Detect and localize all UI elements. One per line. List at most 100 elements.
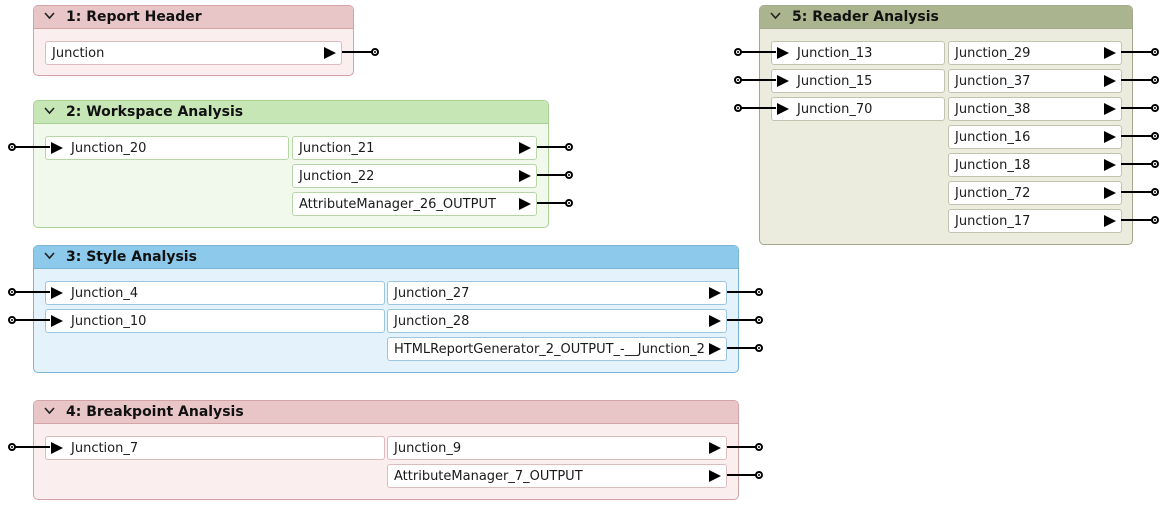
connection-line <box>342 51 372 53</box>
chevron-down-icon[interactable] <box>44 104 55 118</box>
connection-dot-icon[interactable] <box>1151 104 1159 112</box>
output-port[interactable]: Junction_27 <box>387 281 727 305</box>
connection-line <box>1121 219 1152 221</box>
connection-line <box>741 51 776 53</box>
bookmark-title: 1: Report Header <box>66 9 202 25</box>
bookmark-report-header[interactable]: 1: Report Header Junction <box>33 5 354 76</box>
connection-dot-icon[interactable] <box>565 143 573 151</box>
connection-dot-icon[interactable] <box>755 316 763 324</box>
connection-dot-icon[interactable] <box>1151 132 1159 140</box>
bookmark-header[interactable]: 5: Reader Analysis <box>760 6 1132 29</box>
connection-line <box>15 319 50 321</box>
bookmark-title: 3: Style Analysis <box>66 249 197 265</box>
input-port[interactable]: Junction_10 <box>45 309 385 333</box>
port-arrow-icon <box>1104 187 1116 199</box>
output-port[interactable]: Junction_16 <box>948 125 1122 149</box>
connection-dot-icon[interactable] <box>755 344 763 352</box>
port-label: Junction_27 <box>394 286 470 301</box>
bookmark-reader-analysis[interactable]: 5: Reader Analysis Junction_13 Junction_… <box>759 5 1133 245</box>
output-port[interactable]: Junction_9 <box>387 436 727 460</box>
output-port[interactable]: Junction_38 <box>948 97 1122 121</box>
bookmark-header[interactable]: 3: Style Analysis <box>34 246 738 269</box>
chevron-down-icon[interactable] <box>44 249 55 263</box>
port-arrow-icon <box>777 47 789 59</box>
port-arrow-icon <box>1104 215 1116 227</box>
output-port[interactable]: Junction_17 <box>948 209 1122 233</box>
chevron-down-icon[interactable] <box>44 9 55 23</box>
connection-line <box>537 174 566 176</box>
connection-line <box>1121 135 1152 137</box>
input-port[interactable]: Junction_70 <box>771 97 945 121</box>
port-arrow-icon <box>709 343 721 355</box>
port-arrow-icon <box>709 287 721 299</box>
connection-line <box>727 347 756 349</box>
port-label: Junction_38 <box>955 102 1031 117</box>
connection-line <box>741 107 776 109</box>
input-port[interactable]: Junction_7 <box>45 436 385 460</box>
port-label: Junction_72 <box>955 186 1031 201</box>
input-port[interactable]: Junction_20 <box>45 136 289 160</box>
output-port[interactable]: HTMLReportGenerator_2_OUTPUT_-__Junction… <box>387 337 727 361</box>
port-label: Junction_17 <box>955 214 1031 229</box>
bookmark-header[interactable]: 2: Workspace Analysis <box>34 101 548 124</box>
port-arrow-icon <box>519 198 531 210</box>
connection-line <box>15 446 50 448</box>
port-arrow-icon <box>1104 159 1116 171</box>
port-arrow-icon <box>51 287 63 299</box>
bookmark-header[interactable]: 4: Breakpoint Analysis <box>34 401 738 424</box>
output-port[interactable]: Junction_29 <box>948 41 1122 65</box>
chevron-down-icon[interactable] <box>44 404 55 418</box>
connection-dot-icon[interactable] <box>1151 188 1159 196</box>
bookmark-title: 2: Workspace Analysis <box>66 104 244 120</box>
port-arrow-icon <box>777 103 789 115</box>
bookmark-workspace-analysis[interactable]: 2: Workspace Analysis Junction_20 Juncti… <box>33 100 549 228</box>
port-label: AttributeManager_26_OUTPUT <box>299 197 496 212</box>
output-port[interactable]: AttributeManager_7_OUTPUT <box>387 464 727 488</box>
connection-dot-icon[interactable] <box>565 171 573 179</box>
output-port[interactable]: Junction_21 <box>292 136 537 160</box>
bookmark-breakpoint-analysis[interactable]: 4: Breakpoint Analysis Junction_7 Juncti… <box>33 400 739 500</box>
connection-line <box>1121 51 1152 53</box>
output-port[interactable]: Junction_28 <box>387 309 727 333</box>
chevron-down-icon[interactable] <box>770 9 781 23</box>
input-port[interactable]: Junction_15 <box>771 69 945 93</box>
port-arrow-icon <box>1104 103 1116 115</box>
connection-dot-icon[interactable] <box>755 471 763 479</box>
connection-dot-icon[interactable] <box>371 48 379 56</box>
output-port[interactable]: Junction_18 <box>948 153 1122 177</box>
port-arrow-icon <box>709 442 721 454</box>
port-arrow-icon <box>324 47 336 59</box>
connection-line <box>1121 163 1152 165</box>
port-label: Junction_37 <box>955 74 1031 89</box>
bookmark-header[interactable]: 1: Report Header <box>34 6 353 29</box>
port-label: AttributeManager_7_OUTPUT <box>394 469 583 484</box>
port-arrow-icon <box>1104 75 1116 87</box>
connection-dot-icon[interactable] <box>1151 160 1159 168</box>
connection-line <box>727 474 756 476</box>
output-port[interactable]: AttributeManager_26_OUTPUT <box>292 192 537 216</box>
port-arrow-icon <box>51 142 63 154</box>
port-arrow-icon <box>709 315 721 327</box>
connection-dot-icon[interactable] <box>1151 216 1159 224</box>
output-port[interactable]: Junction_22 <box>292 164 537 188</box>
connection-dot-icon[interactable] <box>565 199 573 207</box>
output-port[interactable]: Junction <box>45 41 342 65</box>
input-port[interactable]: Junction_4 <box>45 281 385 305</box>
port-label: Junction_28 <box>394 314 470 329</box>
port-label: Junction <box>52 46 105 61</box>
connection-line <box>741 79 776 81</box>
output-port[interactable]: Junction_37 <box>948 69 1122 93</box>
port-label: Junction_9 <box>394 441 462 456</box>
port-arrow-icon <box>1104 47 1116 59</box>
connection-dot-icon[interactable] <box>1151 48 1159 56</box>
bookmark-style-analysis[interactable]: 3: Style Analysis Junction_4 Junction_10… <box>33 245 739 373</box>
connection-dot-icon[interactable] <box>755 443 763 451</box>
output-port[interactable]: Junction_72 <box>948 181 1122 205</box>
connection-dot-icon[interactable] <box>755 288 763 296</box>
input-port[interactable]: Junction_13 <box>771 41 945 65</box>
port-label: HTMLReportGenerator_2_OUTPUT_-__Junction… <box>394 342 705 357</box>
port-label: Junction_70 <box>797 102 873 117</box>
connection-dot-icon[interactable] <box>1151 76 1159 84</box>
port-label: Junction_15 <box>797 74 873 89</box>
connection-line <box>727 319 756 321</box>
